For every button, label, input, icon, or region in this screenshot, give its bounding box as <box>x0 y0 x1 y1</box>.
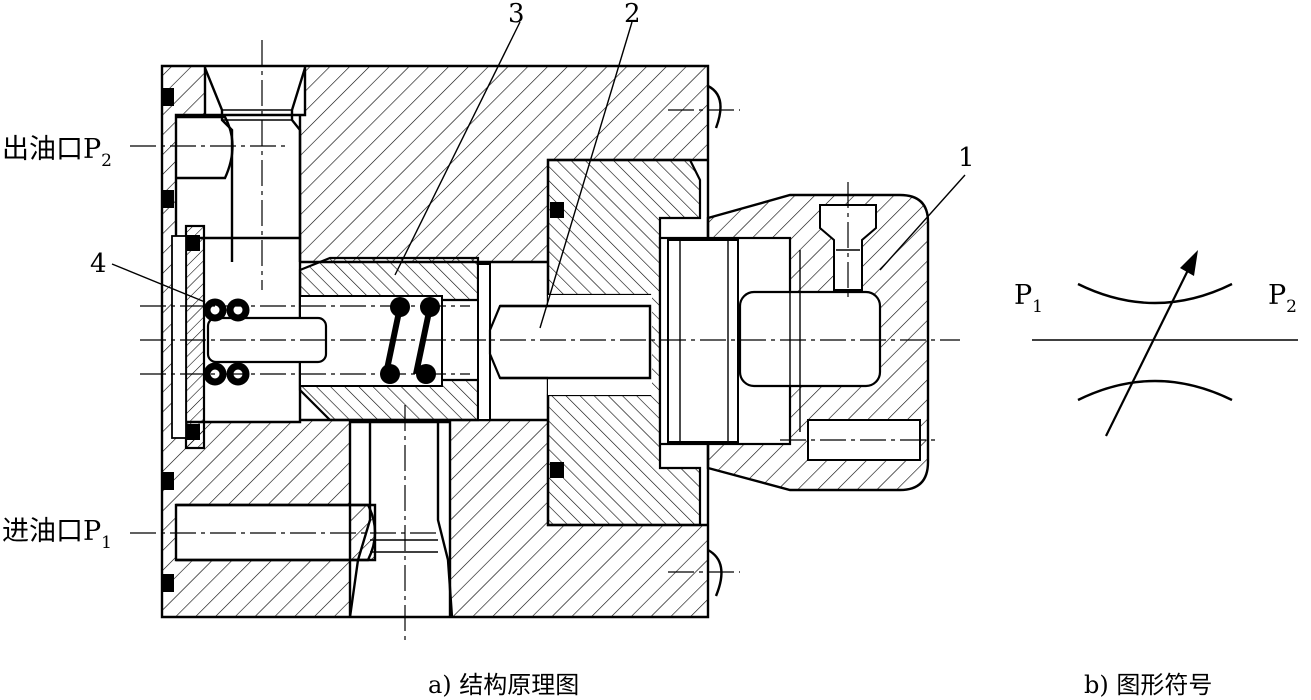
left-cover <box>184 224 206 450</box>
symbol-p1-label: P1 <box>1014 280 1043 317</box>
caption-structure: a) 结构原理图 <box>428 671 579 699</box>
symbol-upper-arc <box>1077 282 1233 305</box>
caption-symbol: b) 图形符号 <box>1084 671 1212 699</box>
inlet-bore <box>348 422 454 618</box>
part-label-2: 2 <box>624 0 641 29</box>
part-label-1: 1 <box>958 143 975 173</box>
inlet-channel <box>176 503 377 562</box>
symbol-arrow-head <box>1180 250 1198 276</box>
outlet-bore <box>203 67 307 262</box>
body-screws <box>707 84 723 597</box>
outlet-channel <box>176 115 234 180</box>
symbol-lower-arc <box>1077 379 1233 402</box>
symbol-adjust-arrow <box>1105 261 1193 437</box>
structure-drawing: 3 2 1 4 出油口P2 进油口P1 <box>2 0 975 640</box>
outlet-label: 出油口P2 <box>2 134 112 171</box>
part-label-4: 4 <box>90 249 107 279</box>
graphic-symbol: P1 P2 <box>1014 250 1298 437</box>
leader-lines <box>111 21 966 329</box>
symbol-p2-label: P2 <box>1268 280 1297 317</box>
part-label-3: 3 <box>508 0 525 29</box>
valve-core <box>477 263 491 421</box>
center-lines <box>130 40 960 640</box>
inlet-label: 进油口P1 <box>2 516 112 553</box>
